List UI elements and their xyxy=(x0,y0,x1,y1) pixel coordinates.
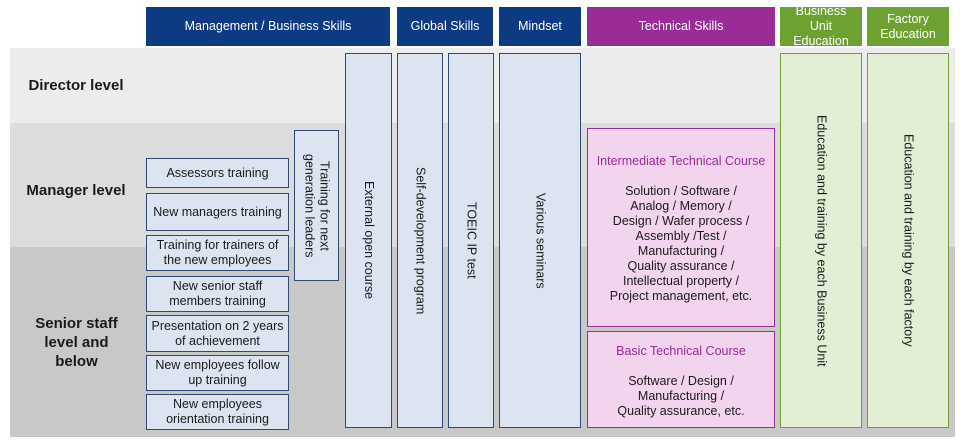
header-mindset: Mindset xyxy=(499,7,581,46)
factory-training-label: Education and training by each factory xyxy=(901,134,916,347)
intermediate-course-title: Intermediate Technical Course xyxy=(596,154,766,168)
various-seminars-box: Various seminars xyxy=(499,53,581,428)
basic-course-topics: Software / Design / Manufacturing / Qual… xyxy=(588,374,774,419)
new-senior-staff-training-box: New senior staff members training xyxy=(146,276,289,312)
self-development-box: Self-development program xyxy=(397,53,443,428)
presentation-achievement-box: Presentation on 2 years of achievement xyxy=(146,315,289,352)
intermediate-technical-course-box: Intermediate Technical Course Solution /… xyxy=(587,128,775,327)
intermediate-topic: Quality assurance / xyxy=(627,259,735,273)
intermediate-topic: Solution / Software / xyxy=(625,184,737,198)
self-development-label: Self-development program xyxy=(413,166,428,315)
intermediate-topic: Manufacturing / xyxy=(637,244,725,258)
next-gen-leaders-box: Training for next generation leaders xyxy=(294,130,339,281)
header-management: Management / Business Skills xyxy=(146,7,390,46)
level-label-senior: Senior staff level and below xyxy=(35,315,118,370)
header-business-unit: Business Unit Education xyxy=(780,4,862,48)
various-seminars-label: Various seminars xyxy=(533,192,548,289)
trainers-training-box: Training for trainers of the new employe… xyxy=(146,235,289,271)
assessors-training-box: Assessors training xyxy=(146,158,289,188)
basic-technical-course-box: Basic Technical Course Software / Design… xyxy=(587,331,775,428)
header-technical: Technical Skills xyxy=(587,7,775,46)
new-managers-training-box: New managers training xyxy=(146,193,289,231)
business-unit-training-label: Education and training by each Business … xyxy=(814,114,829,367)
intermediate-topic: Assembly /Test / xyxy=(635,229,727,243)
toeic-box: TOEIC IP test xyxy=(448,53,494,428)
intermediate-course-topics: Solution / Software / Analog / Memory / … xyxy=(588,184,774,304)
basic-course-title: Basic Technical Course xyxy=(616,344,746,358)
intermediate-topic: Analog / Memory / xyxy=(630,199,732,213)
header-factory: Factory Education xyxy=(867,7,949,46)
intermediate-topic: Design / Wafer process / xyxy=(612,214,750,228)
basic-topic: Quality assurance, etc. xyxy=(617,404,745,418)
external-open-course-box: External open course xyxy=(345,53,392,428)
external-open-course-label: External open course xyxy=(362,181,376,300)
level-label-manager: Manager level xyxy=(26,181,126,199)
factory-training-box: Education and training by each factory xyxy=(867,53,949,428)
new-employees-orientation-box: New employees orientation training xyxy=(146,394,289,430)
level-label-director: Director level xyxy=(28,76,124,94)
intermediate-topic: Intellectual property / xyxy=(622,274,740,288)
basic-topic: Manufacturing / xyxy=(637,389,725,403)
header-global: Global Skills xyxy=(397,7,493,46)
basic-topic: Software / Design / xyxy=(628,374,734,388)
next-gen-leaders-label: Training for next generation leaders xyxy=(302,153,332,258)
new-employees-followup-box: New employees follow up training xyxy=(146,355,289,391)
toeic-label: TOEIC IP test xyxy=(464,202,479,279)
business-unit-training-box: Education and training by each Business … xyxy=(780,53,862,428)
intermediate-topic: Project management, etc. xyxy=(609,289,753,303)
